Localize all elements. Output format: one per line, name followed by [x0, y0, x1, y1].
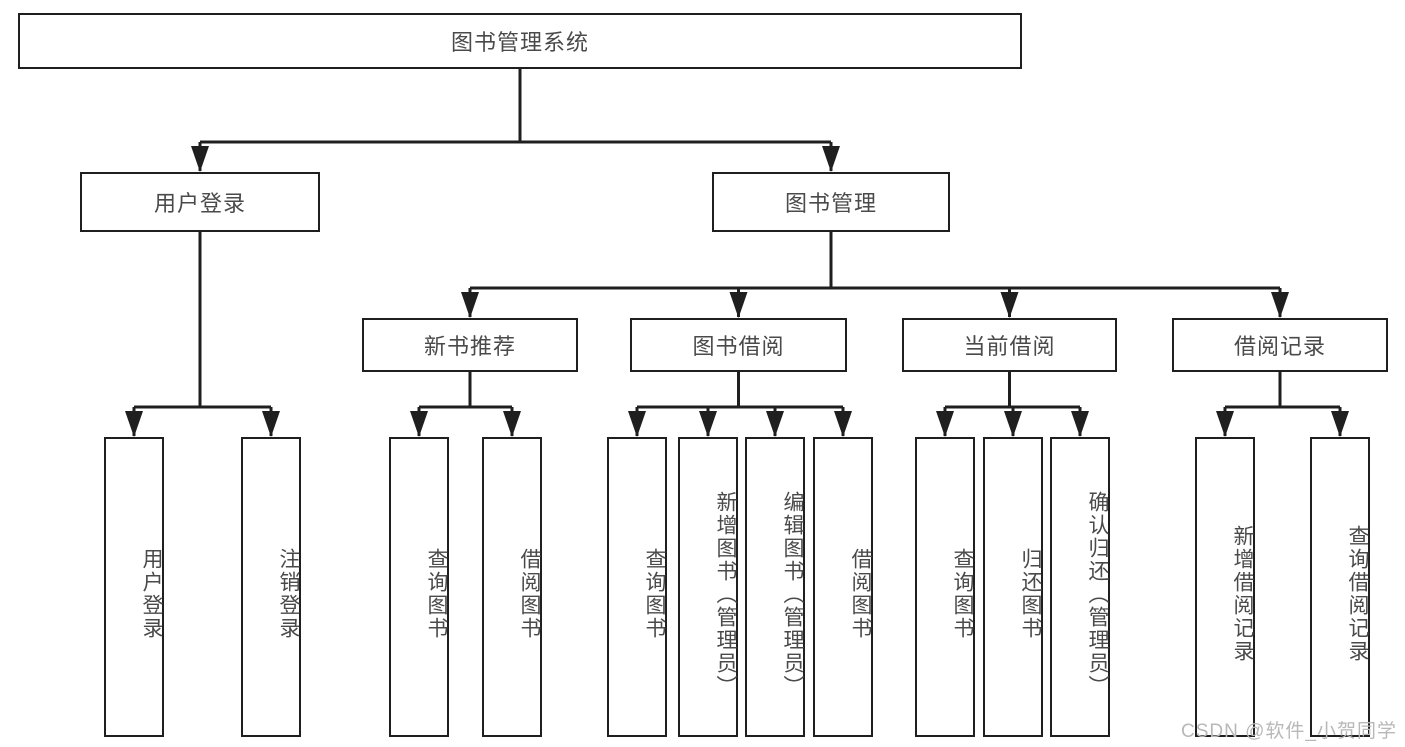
node-leaf-borrow-book-1[interactable]: 借阅图书: [482, 437, 542, 737]
node-label: 图书管理: [784, 191, 877, 216]
node-leaf-query-book-2[interactable]: 查询图书: [607, 437, 667, 737]
node-label: 用户登录: [153, 191, 246, 216]
node-leaf-add-record[interactable]: 新增借阅记录: [1195, 437, 1255, 737]
node-label: 用户登录: [140, 548, 163, 640]
node-book-borrow[interactable]: 图书借阅: [630, 318, 847, 372]
node-new-book-recommend[interactable]: 新书推荐: [362, 318, 578, 372]
node-label: 借阅图书: [849, 548, 872, 640]
node-label: 查询借阅记录: [1346, 525, 1369, 663]
node-leaf-borrow-book-2[interactable]: 借阅图书: [813, 437, 873, 737]
node-current-borrow[interactable]: 当前借阅: [902, 318, 1117, 372]
node-label: 图书借阅: [692, 334, 785, 359]
node-label: 新增借阅记录: [1231, 525, 1254, 663]
node-leaf-query-book-1[interactable]: 查询图书: [389, 437, 449, 737]
node-label: 归还图书: [1019, 548, 1042, 640]
node-leaf-query-book-3[interactable]: 查询图书: [915, 437, 975, 737]
node-label: 当前借阅: [963, 334, 1056, 359]
node-borrow-record[interactable]: 借阅记录: [1172, 318, 1388, 372]
node-label: 借阅图书: [518, 548, 541, 640]
node-label: 注销登录: [277, 548, 300, 640]
node-label: 查询图书: [951, 548, 974, 640]
node-root[interactable]: 图书管理系统: [18, 13, 1022, 69]
node-user-login[interactable]: 用户登录: [80, 172, 320, 232]
node-leaf-return-book[interactable]: 归还图书: [983, 437, 1043, 737]
node-label: 确认归还（管理员）: [1086, 490, 1109, 698]
node-leaf-confirm-return[interactable]: 确认归还（管理员）: [1050, 437, 1110, 737]
node-leaf-edit-book[interactable]: 编辑图书（管理员）: [745, 437, 805, 737]
node-book-manage[interactable]: 图书管理: [712, 172, 950, 232]
node-label: 新增图书（管理员）: [714, 490, 737, 698]
node-label: 编辑图书（管理员）: [781, 490, 804, 698]
node-label: 借阅记录: [1233, 334, 1326, 359]
node-label: 查询图书: [643, 548, 666, 640]
watermark: CSDN @软件_小贺同学: [1181, 721, 1397, 742]
node-leaf-add-book[interactable]: 新增图书（管理员）: [678, 437, 738, 737]
node-label: 新书推荐: [423, 334, 516, 359]
node-leaf-user-login[interactable]: 用户登录: [104, 437, 164, 737]
node-label: 查询图书: [425, 548, 448, 640]
node-label: 图书管理系统: [450, 30, 589, 55]
node-leaf-logout[interactable]: 注销登录: [241, 437, 301, 737]
node-leaf-query-record[interactable]: 查询借阅记录: [1310, 437, 1370, 737]
